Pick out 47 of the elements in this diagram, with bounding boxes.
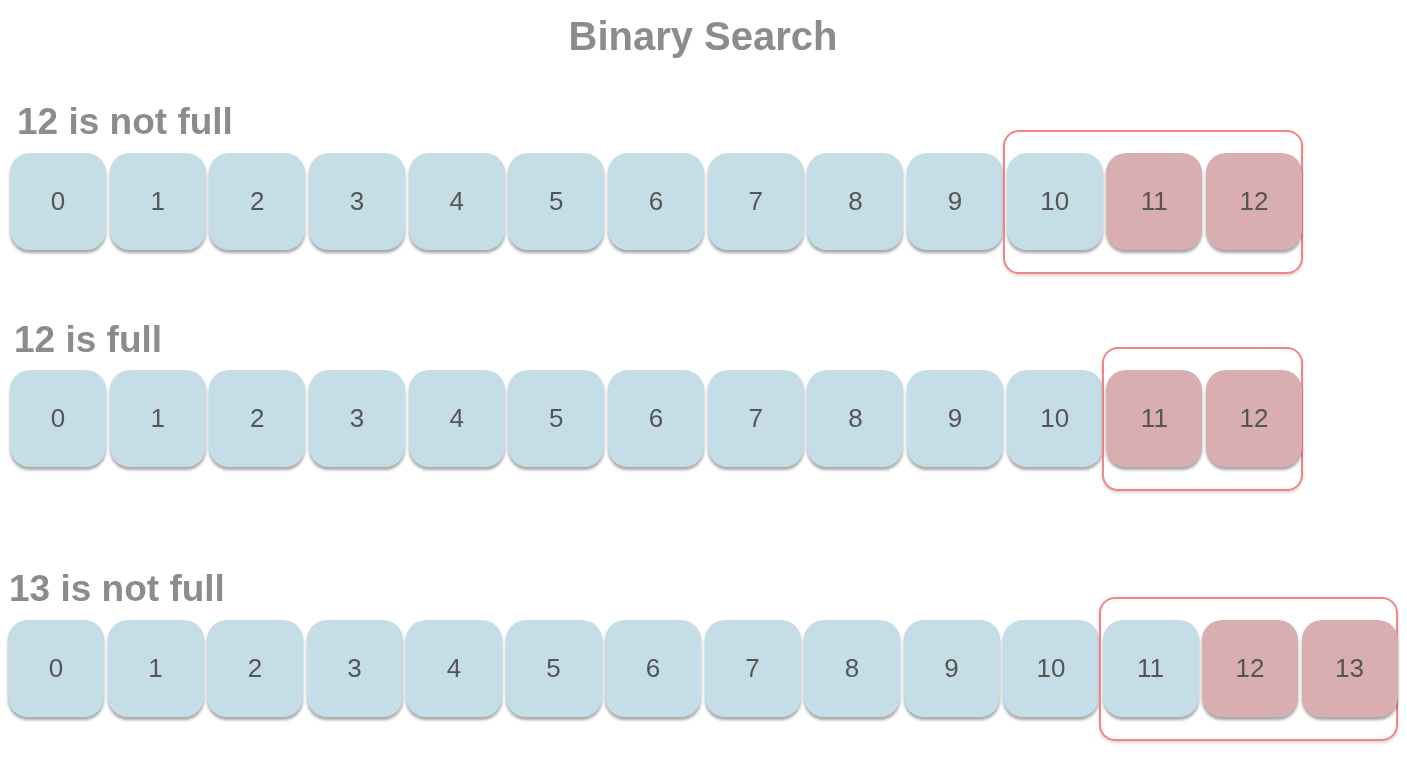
array-cell: 0 [8, 620, 104, 717]
array-cell: 6 [608, 153, 704, 250]
row-heading: 12 is not full [17, 101, 233, 143]
array-cell: 3 [309, 153, 405, 250]
array-cell: 9 [907, 153, 1003, 250]
array-cell: 12 [1202, 620, 1298, 717]
array-cell: 1 [109, 153, 206, 250]
array-cell: 0 [10, 370, 106, 467]
highlight-frame [1102, 347, 1303, 491]
array-cell: 7 [704, 620, 801, 717]
array-cell: 5 [508, 153, 605, 250]
array-cell: 8 [804, 620, 900, 717]
array-cell: 3 [309, 370, 405, 467]
array-cell: 11 [1106, 370, 1203, 467]
array-cell: 4 [406, 620, 502, 717]
row-heading: 12 is full [14, 319, 163, 361]
array-cell: 1 [109, 370, 206, 467]
array-cell: 7 [707, 370, 804, 467]
array-cell: 6 [605, 620, 701, 717]
array-cell: 13 [1301, 620, 1398, 717]
array-cell: 6 [608, 370, 704, 467]
array-cell: 4 [408, 370, 505, 467]
array-cell: 9 [907, 370, 1003, 467]
array-cell: 8 [807, 153, 904, 250]
array-cell: 11 [1106, 153, 1203, 250]
array-cell: 4 [408, 153, 505, 250]
array-cell: 5 [505, 620, 602, 717]
array-cell: 1 [107, 620, 204, 717]
array-cell: 9 [903, 620, 1000, 717]
array-cell: 12 [1206, 370, 1302, 467]
array-cell: 2 [207, 620, 303, 717]
array-cell: 11 [1102, 620, 1199, 717]
array-cell: 10 [1006, 370, 1103, 467]
array-cell: 10 [1003, 620, 1099, 717]
array-cell: 0 [10, 153, 106, 250]
array-cell: 10 [1006, 153, 1103, 250]
array-cell: 12 [1206, 153, 1302, 250]
array-cell: 5 [508, 370, 605, 467]
array-cell: 8 [807, 370, 904, 467]
array-cell: 3 [306, 620, 403, 717]
highlight-frame [1002, 130, 1303, 274]
row-heading: 13 is not full [9, 568, 225, 610]
title: Binary Search [568, 14, 838, 59]
highlight-frame [1098, 597, 1398, 741]
array-cell: 7 [707, 153, 804, 250]
array-cell: 2 [209, 153, 306, 250]
array-cell: 2 [209, 370, 306, 467]
